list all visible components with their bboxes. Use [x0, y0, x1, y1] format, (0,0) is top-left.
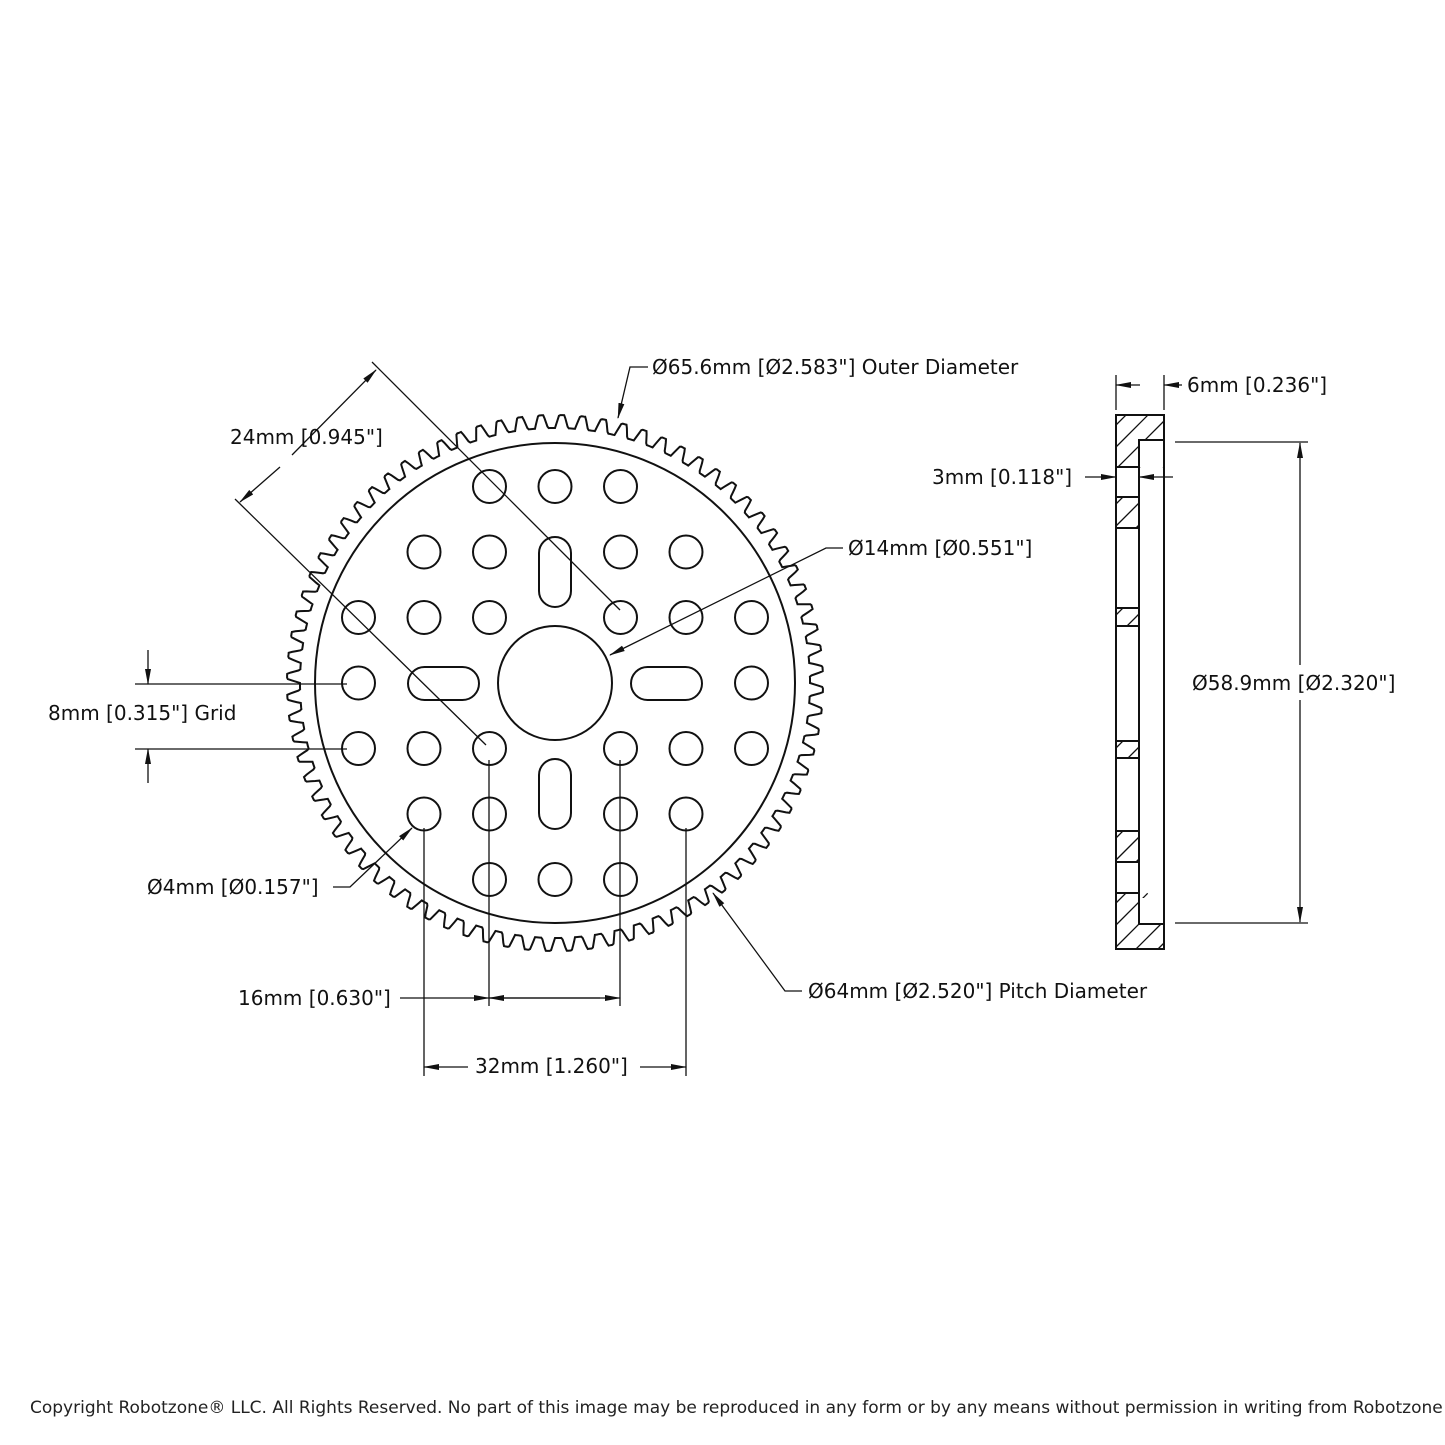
gear-side-view — [1115, 414, 1165, 950]
section-hatch — [1115, 892, 1127, 904]
hole-label: Ø4mm [Ø0.157"] — [147, 875, 319, 899]
gear-front-view — [286, 414, 824, 952]
grid-hole — [603, 534, 638, 570]
grid-hole — [668, 600, 704, 635]
span32-dimension: 32mm [1.260"] — [423, 828, 687, 1078]
copyright-footer: Copyright Robotzone® LLC. All Rights Res… — [30, 1398, 1445, 1418]
outer-diameter-label: Ø65.6mm [Ø2.583"] Outer Diameter — [652, 355, 1019, 379]
slot-bottom — [538, 758, 572, 830]
hole-callout: Ø4mm [Ø0.157"] — [147, 827, 413, 899]
hub-clearance — [1140, 898, 1164, 924]
thickness-dimension: 6mm [0.236"] — [1115, 373, 1327, 410]
grid-hole — [406, 731, 442, 766]
grid-hole — [668, 731, 704, 766]
section-hatch — [1115, 830, 1124, 839]
grid-hole — [406, 796, 442, 832]
pitch-diameter-label: Ø64mm [Ø2.520"] Pitch Diameter — [808, 979, 1148, 1003]
mounting-holes — [341, 469, 769, 897]
slot-right — [630, 666, 703, 701]
bore-label: Ø14mm [Ø0.551"] — [848, 536, 1032, 560]
grid-hole — [472, 534, 507, 570]
center-bore — [497, 625, 613, 741]
hub-thickness-dimension: 3mm [0.118"] — [932, 465, 1173, 489]
grid-hole — [734, 731, 769, 766]
section-hatch — [1115, 607, 1124, 616]
diagonal-dimension: 24mm [0.945"] — [230, 361, 621, 746]
hub-diameter-label: Ø58.9mm [Ø2.320"] — [1192, 671, 1395, 695]
slot-left — [407, 666, 480, 701]
grid-hole — [668, 796, 704, 832]
hub-clearance — [1140, 441, 1164, 467]
span16-dimension: 16mm [0.630"] — [238, 760, 621, 1010]
pitch-diameter-callout: Ø64mm [Ø2.520"] Pitch Diameter — [712, 892, 1148, 1003]
hub-diameter-dimension: Ø58.9mm [Ø2.320"] — [1175, 441, 1395, 924]
section-hatch — [1135, 920, 1165, 950]
section-hatch — [1115, 496, 1124, 505]
grid-hole — [406, 534, 442, 570]
slot-top — [538, 536, 572, 608]
grid-hole — [537, 862, 573, 897]
slots — [407, 536, 703, 830]
grid-hole — [603, 469, 638, 504]
section-hatch — [1115, 740, 1124, 749]
grid-label: 8mm [0.315"] Grid — [48, 701, 236, 725]
section-hatch — [1126, 613, 1140, 627]
section-hatch — [1115, 414, 1127, 426]
grid-hole — [341, 665, 376, 701]
outer-diameter-callout: Ø65.6mm [Ø2.583"] Outer Diameter — [617, 355, 1019, 419]
grid-hole — [406, 600, 442, 635]
section-hatch — [1115, 414, 1149, 448]
grid-hole — [472, 600, 507, 635]
gear-teeth-outline — [286, 414, 824, 952]
thickness-label: 6mm [0.236"] — [1187, 373, 1327, 397]
grid-hole — [472, 469, 507, 504]
bore-callout: Ø14mm [Ø0.551"] — [609, 536, 1032, 656]
grid-hole — [341, 600, 376, 635]
hub-thickness-label: 3mm [0.118"] — [932, 465, 1072, 489]
grid-hole — [668, 534, 704, 570]
diagonal-label: 24mm [0.945"] — [230, 425, 383, 449]
section-hatch — [1115, 836, 1140, 861]
grid-hole — [734, 600, 769, 635]
grid-dimension: 8mm [0.315"] Grid — [48, 650, 347, 783]
section-hatch — [1115, 502, 1140, 527]
grid-hole — [537, 469, 573, 504]
span16-label: 16mm [0.630"] — [238, 986, 391, 1010]
grid-hole — [734, 665, 769, 701]
section-hatch — [1127, 746, 1140, 759]
grid-hole — [603, 600, 638, 635]
gear-pitch-inner-circle — [314, 442, 796, 924]
span32-label: 32mm [1.260"] — [475, 1054, 628, 1078]
